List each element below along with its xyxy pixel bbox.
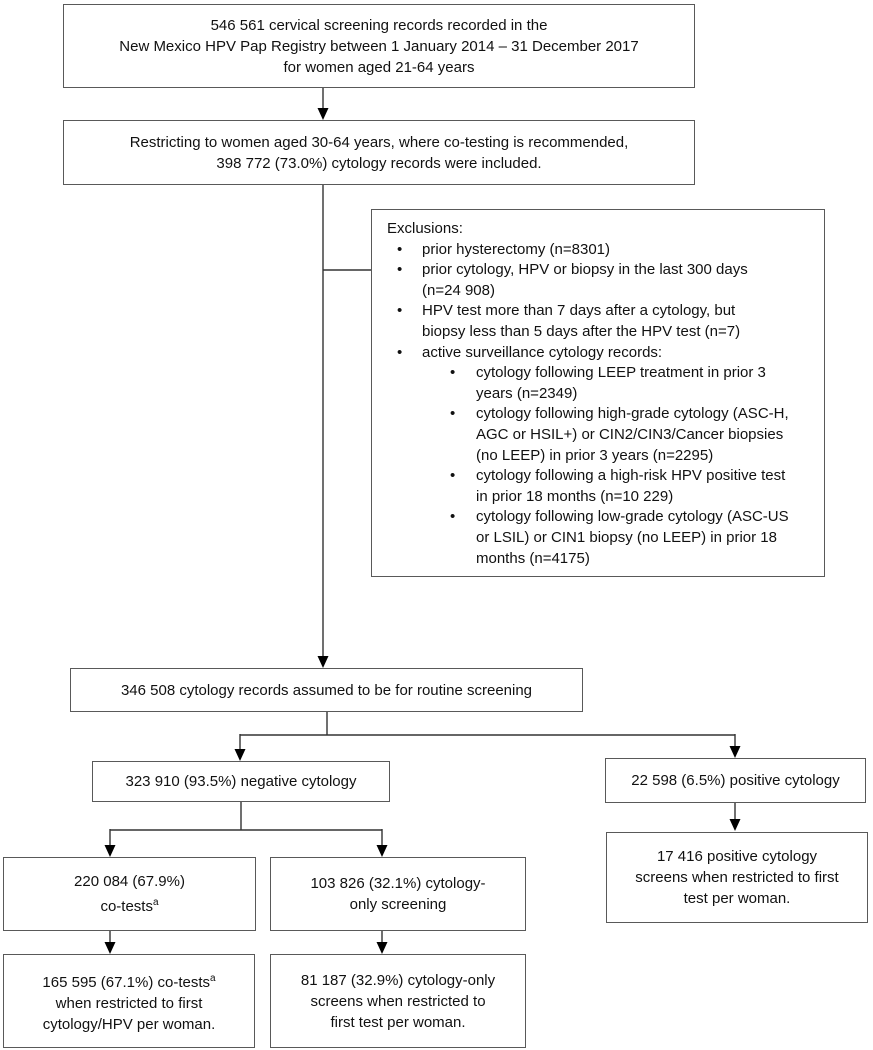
restricted-age-box: Restricting to women aged 30-64 years, w… xyxy=(63,120,695,185)
negative-cytology-box: 323 910 (93.5%) negative cytology xyxy=(92,761,390,802)
cytology-only-first-per-woman-box: 81 187 (32.9%) cytology-only screens whe… xyxy=(270,954,526,1048)
routine-screening-box: 346 508 cytology records assumed to be f… xyxy=(70,668,583,712)
exclusion-item-line: prior hysterectomy (n=8301) xyxy=(422,240,610,258)
exclusion-sub-item-line: or LSIL) or CIN1 biopsy (no LEEP) in pri… xyxy=(476,528,777,546)
connector-source-to-restricted xyxy=(317,88,329,120)
positive-first-line-1: 17 416 positive cytology xyxy=(656,848,818,865)
cytology-only-box: 103 826 (32.1%) cytology- only screening xyxy=(270,857,526,931)
positive-cytology-box: 22 598 (6.5%) positive cytology xyxy=(605,758,866,803)
cotests-first-footnote-marker: a xyxy=(210,972,216,984)
exclusion-sub-item-line: cytology following high-grade cytology (… xyxy=(476,405,789,423)
exclusion-sub-item-line: AGC or HSIL+) or CIN2/CIN3/Cancer biopsi… xyxy=(476,425,784,443)
bullet-icon: • xyxy=(450,508,456,526)
exclusion-sub-item: • cytology following LEEP treatment in pr… xyxy=(387,363,814,404)
cytology-only-line-2: only screening xyxy=(349,896,447,913)
connector-cotests-to-first xyxy=(104,931,116,954)
exclusion-sub-item-line: months (n=4175) xyxy=(476,549,590,567)
exclusion-sub-item-line: (no LEEP) in prior 3 years (n=2295) xyxy=(476,446,714,464)
exclusion-sub-item-line: cytology following LEEP treatment in pri… xyxy=(476,364,766,382)
cotests-label: co-tests xyxy=(100,898,153,915)
exclusion-sub-item: • cytology following high-grade cytology … xyxy=(387,404,814,466)
restricted-line-1: Restricting to women aged 30-64 years, w… xyxy=(129,133,629,151)
bullet-icon: • xyxy=(397,240,403,258)
connector-restricted-to-routine xyxy=(317,185,329,668)
exclusions-title: Exclusions: xyxy=(387,220,463,237)
bullet-icon: • xyxy=(397,261,403,279)
exclusion-item: • active surveillance cytology records: xyxy=(387,343,814,364)
cotests-first-per-woman-box: 165 595 (67.1%) co-testsa when restricte… xyxy=(3,954,255,1048)
cotests-line-1: 220 084 (67.9%) xyxy=(74,873,185,890)
cotests-line-2: co-testsa xyxy=(100,892,158,917)
bullet-icon: • xyxy=(397,343,403,361)
connector-negative-split xyxy=(104,802,388,857)
exclusion-item-line: HPV test more than 7 days after a cytolo… xyxy=(422,302,736,320)
exclusion-item-line: biopsy less than 5 days after the HPV te… xyxy=(422,322,741,340)
exclusions-sub-list: • cytology following LEEP treatment in pr… xyxy=(387,363,814,569)
positive-first-per-woman-box: 17 416 positive cytology screens when re… xyxy=(606,832,868,923)
cotests-footnote-marker: a xyxy=(152,897,159,908)
exclusions-list: • prior hysterectomy (n=8301) • prior cytol… xyxy=(387,240,814,570)
exclusions-box: Exclusions: • prior hysterectomy (n=8301)… xyxy=(371,209,825,577)
cytology-only-line-1: 103 826 (32.1%) cytology- xyxy=(310,875,486,892)
exclusion-item: • prior cytology, HPV or biopsy in the la… xyxy=(387,260,814,301)
connector-routine-split xyxy=(234,712,741,761)
exclusion-sub-item-line: in prior 18 months (n=10 229) xyxy=(476,487,674,505)
bullet-icon: • xyxy=(450,364,456,382)
exclusion-sub-item-line: cytology following low-grade cytology (A… xyxy=(476,508,789,526)
exclusion-sub-item-line: cytology following a high-risk HPV posit… xyxy=(476,467,786,485)
negative-text: 323 910 (93.5%) negative cytology xyxy=(125,773,357,790)
exclusion-item-line: prior cytology, HPV or biopsy in the las… xyxy=(422,261,748,279)
restricted-line-2: 398 772 (73.0%) cytology records were in… xyxy=(216,154,542,172)
source-line-3: for women aged 21-64 years xyxy=(283,58,475,76)
cytology-only-first-line-3: first test per woman. xyxy=(330,1013,466,1031)
cotests-first-line-3: cytology/HPV per woman. xyxy=(42,1015,216,1033)
cotests-first-label: 165 595 (67.1%) co-tests xyxy=(42,973,211,991)
bullet-icon: • xyxy=(450,467,456,485)
positive-first-line-2: screens when restricted to first xyxy=(635,869,839,886)
bullet-icon: • xyxy=(397,302,403,320)
exclusion-item: • HPV test more than 7 days after a cytol… xyxy=(387,301,814,342)
positive-text: 22 598 (6.5%) positive cytology xyxy=(631,772,840,789)
source-records-box: 546 561 cervical screening records recor… xyxy=(63,4,695,88)
routine-text: 346 508 cytology records assumed to be f… xyxy=(120,681,533,699)
cytology-only-first-line-1: 81 187 (32.9%) cytology-only xyxy=(300,971,496,989)
cotests-first-line-2: when restricted to first xyxy=(55,994,203,1012)
positive-first-line-3: test per woman. xyxy=(683,890,791,907)
connector-positive-to-first xyxy=(729,803,741,831)
cotests-box: 220 084 (67.9%) co-testsa xyxy=(3,857,256,931)
exclusion-item-line: (n=24 908) xyxy=(422,281,495,299)
exclusion-sub-item: • cytology following low-grade cytology (… xyxy=(387,507,814,569)
source-line-2: New Mexico HPV Pap Registry between 1 Ja… xyxy=(119,37,639,55)
exclusion-item-line: active surveillance cytology records: xyxy=(422,343,663,361)
source-line-1: 546 561 cervical screening records recor… xyxy=(210,16,548,34)
exclusion-item: • prior hysterectomy (n=8301) xyxy=(387,240,814,261)
cotests-first-line-1: 165 595 (67.1%) co-testsa xyxy=(42,968,215,993)
cytology-only-first-line-2: screens when restricted to xyxy=(310,992,486,1010)
bullet-icon: • xyxy=(450,405,456,423)
exclusion-sub-item: • cytology following a high-risk HPV posi… xyxy=(387,466,814,507)
connector-cytology-only-to-first xyxy=(376,931,388,954)
exclusion-sub-item-line: years (n=2349) xyxy=(476,384,578,402)
